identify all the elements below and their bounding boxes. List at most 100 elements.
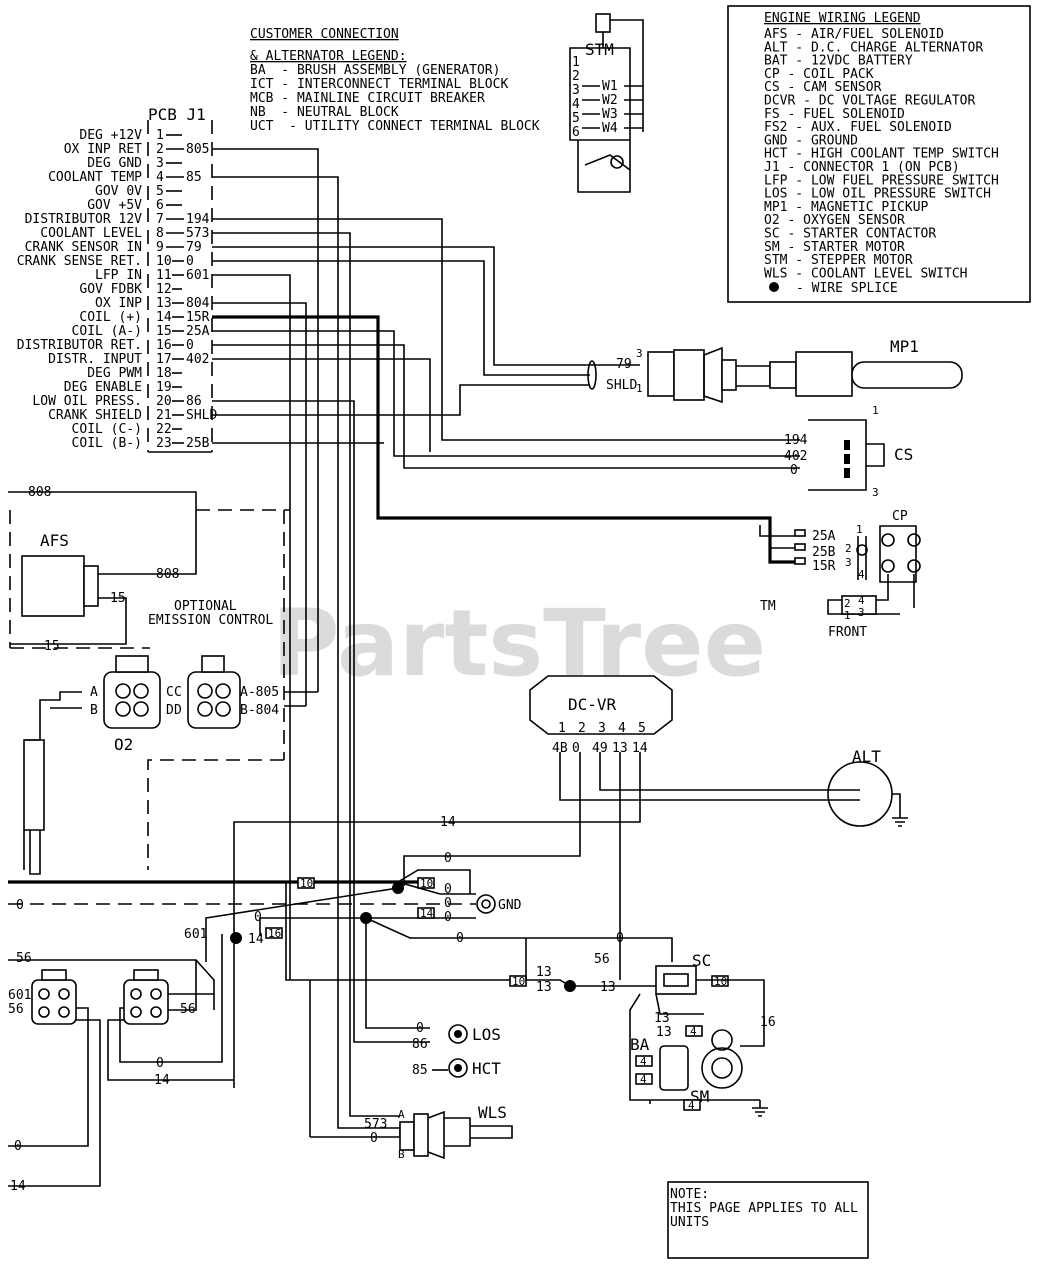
engine-legend-item: WLS - COOLANT LEVEL SWITCH: [764, 266, 968, 281]
pcb-pin-number: 15: [156, 324, 172, 339]
pcb-pin-label: DEG +12V: [79, 128, 142, 143]
cp-small-4: 4: [858, 594, 865, 607]
engine-legend-title: ENGINE WIRING LEGEND: [764, 11, 921, 26]
note-box: NOTE: THIS PAGE APPLIES TO ALL UNITS: [667, 1181, 869, 1259]
wls-pin-a: A: [398, 1108, 405, 1121]
pcb-pin-label: COOLANT TEMP: [48, 170, 142, 185]
engine-legend-item: CS - CAM SENSOR: [764, 80, 882, 95]
label-56b: 56: [594, 952, 610, 967]
afs-air-fuel-solenoid: 808 AFS 808 15 15: [8, 485, 290, 654]
mp1-magnetic-pickup: MP1 79 SHLD 3 1: [587, 337, 963, 404]
o2-pin-a: A: [90, 685, 98, 700]
label-14b: 14: [248, 932, 264, 947]
pcb-pin-number: 13: [156, 296, 172, 311]
cp-front-label: FRONT: [828, 625, 867, 640]
sm-wire-13b: 13: [656, 1025, 672, 1040]
label-13c: 13: [600, 980, 616, 995]
pcb-pin-wire: 402: [186, 352, 209, 367]
tag-14: 14: [420, 907, 434, 920]
mp1-wire-79: 79: [616, 357, 632, 372]
engine-legend-item: SM - STARTER MOTOR: [764, 240, 905, 255]
customer-legend-item: NB - NEUTRAL BLOCK: [250, 105, 399, 120]
pcb-pin-wire: 0: [186, 338, 194, 353]
afs-wire-15b: 15: [44, 639, 60, 654]
pcb-pin-number: 17: [156, 352, 172, 367]
o2-pin-d: D: [166, 703, 174, 718]
pcb-pin-number: 19: [156, 380, 172, 395]
label-13b: 13: [536, 980, 552, 995]
stm-pin: 5: [572, 111, 580, 126]
cp-pin-3: 3: [845, 556, 852, 569]
o2-title: O2: [114, 735, 133, 754]
engine-legend-item: AFS - AIR/FUEL SOLENOID: [764, 27, 944, 42]
pcb-pin-label: DEG PWM: [87, 366, 142, 381]
label-56-left: 56: [8, 1002, 24, 1017]
pcb-title: PCB J1: [148, 105, 206, 124]
mp1-title: MP1: [890, 337, 919, 356]
cp-coil-pack: CP 25A 25B 15R 1 2 3 4 2 4 1 3 FRONT: [794, 509, 921, 640]
afs-wire-808: 808: [156, 567, 179, 582]
label-0b: 0: [444, 882, 452, 897]
engine-wiring-legend: ENGINE WIRING LEGEND AFS - AIR/FUEL SOLE…: [727, 5, 1031, 303]
engine-legend-item: FS2 - AUX. FUEL SOLENOID: [764, 120, 952, 135]
pcb-pin-wire: 79: [186, 240, 202, 255]
pcb-pin-number: 6: [156, 198, 164, 213]
los-wire-0: 0: [416, 1021, 424, 1036]
pcb-pin-wire: 805: [186, 142, 209, 157]
o2-pin-d2: D: [174, 703, 182, 718]
pcb-pin-number: 18: [156, 366, 172, 381]
wls-coolant-level-switch: 573 0 A B WLS: [309, 980, 513, 1161]
tag-10d: 10: [714, 975, 727, 988]
hct-high-coolant-temp-switch: 85 HCT: [412, 1058, 501, 1078]
pcb-pin-wire: 25A: [186, 324, 210, 339]
pcb-pin-wire: 0: [186, 254, 194, 269]
los-low-oil-pressure-switch: 0 LOS 86: [412, 1021, 501, 1052]
sc-title: SC: [692, 951, 711, 970]
cs-pin-1: 1: [872, 404, 879, 417]
stm-title: STM: [585, 40, 614, 59]
customer-legend-item: UCT - UTILITY CONNECT TERMINAL BLOCK: [250, 119, 540, 134]
engine-legend-item: STM - STEPPER MOTOR: [764, 253, 913, 268]
cp-small-2: 2: [844, 597, 851, 610]
pcb-pin-wire: 85: [186, 170, 202, 185]
sm-tag-4c: 4: [690, 1025, 697, 1038]
stm-pin: 3: [572, 83, 580, 98]
pcb-pin-label: CRANK SHIELD: [48, 408, 142, 423]
pcb-pin-label: DEG GND: [87, 156, 142, 171]
pcb-pin-number: 9: [156, 240, 164, 255]
pcb-pin-label: GOV 0V: [95, 184, 142, 199]
cp-pin-4: 4: [858, 568, 865, 581]
o2-sensor: A B C D C D A-805 B-804 O2: [23, 655, 318, 875]
stm-pin: 2: [572, 69, 580, 84]
label-601b: 601: [8, 988, 31, 1003]
pcb-pin-label: DISTRIBUTOR 12V: [25, 212, 143, 227]
watermark-tm: TM: [760, 599, 776, 614]
label-13a: 13: [536, 965, 552, 980]
cs-pin-3: 3: [872, 486, 879, 499]
label-0-far: 0: [16, 898, 24, 913]
ba-tag-4a: 4: [640, 1055, 647, 1068]
cs-wire-194: 194: [784, 433, 808, 448]
engine-legend-item: HCT - HIGH COOLANT TEMP SWITCH: [764, 147, 999, 162]
label-56a: 56: [16, 951, 32, 966]
hct-title: HCT: [472, 1059, 501, 1078]
cs-cam-sensor: 194 402 0 CS 1 3: [784, 404, 913, 499]
pcb-pin-wire: SHLD: [186, 408, 217, 423]
pcb-pin-wire: 601: [186, 268, 209, 283]
lfp-connectors: [8, 932, 242, 1187]
pcb-pin-label: COOLANT LEVEL: [40, 226, 142, 241]
ba-brush-assembly: BA 4 4 13 13 4: [630, 1011, 703, 1091]
note-line3: UNITS: [670, 1215, 709, 1230]
dcvr-wire: 13: [612, 741, 628, 756]
pcb-pin-label: LOW OIL PRESS.: [32, 394, 142, 409]
pcb-pin-label: LFP IN: [95, 268, 142, 283]
pcb-pin-label: GOV FDBK: [79, 282, 142, 297]
pcb-pin-number: 5: [156, 184, 164, 199]
gnd-title: GND: [498, 898, 522, 913]
pcb-pin-number: 4: [156, 170, 164, 185]
dcvr-wire: 0: [572, 741, 580, 756]
stm-winding: W3: [602, 107, 618, 122]
engine-legend-item: J1 - CONNECTOR 1 (ON PCB): [764, 160, 960, 175]
